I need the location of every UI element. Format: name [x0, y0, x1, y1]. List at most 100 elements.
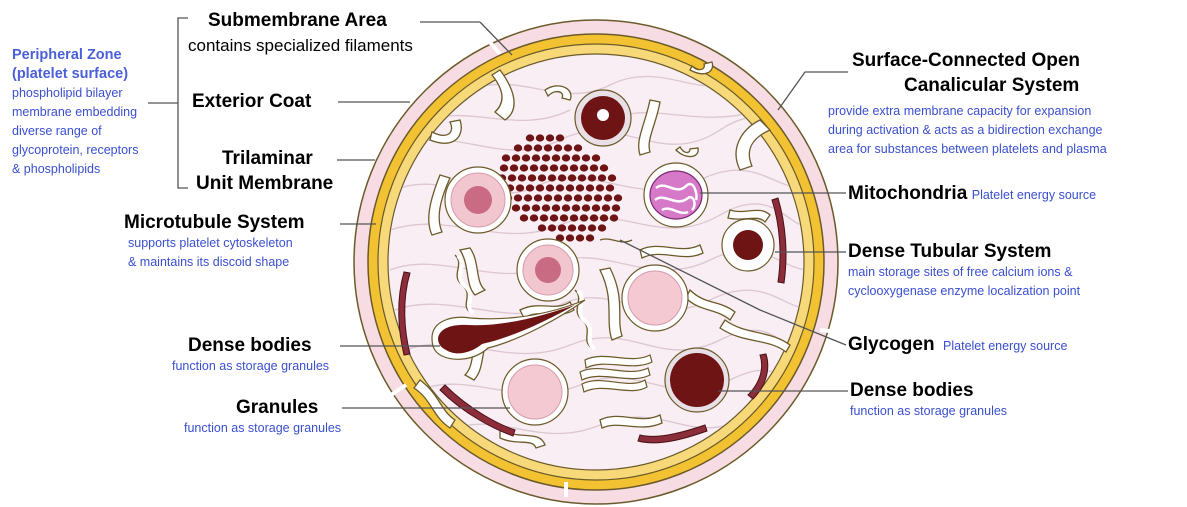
glycogen-granule: [550, 214, 558, 221]
peripheral-zone-desc-3: diverse range of: [12, 122, 138, 141]
glycogen-granule: [522, 154, 530, 161]
glycogen-granule: [578, 174, 586, 181]
glycogen-label: Glycogen Platelet energy source: [848, 334, 1067, 356]
glycogen-granule: [606, 184, 614, 191]
glycogen-granule: [514, 194, 522, 201]
ocs-desc-2: during activation & acts as a bidirectio…: [828, 121, 1107, 140]
glycogen-granule: [514, 144, 522, 151]
glycogen-granule: [544, 194, 552, 201]
trilaminar-label: Trilaminar Unit Membrane: [176, 148, 358, 195]
glycogen-granule: [520, 164, 528, 171]
glycogen-granule: [574, 144, 582, 151]
granule-middle: [517, 239, 579, 301]
dense-tubular-title: Dense Tubular System: [848, 241, 1080, 263]
microtubule-title: Microtubule System: [124, 212, 305, 234]
granules-title: Granules: [184, 397, 384, 419]
glycogen-granule: [572, 204, 580, 211]
dense-body-right-small: [722, 219, 774, 271]
glycogen-granule: [540, 164, 548, 171]
glycogen-granule: [554, 194, 562, 201]
glycogen-granule: [546, 184, 554, 191]
ocs-label: Surface-Connected Open Canalicular Syste…: [828, 50, 1107, 159]
glycogen-granule: [564, 144, 572, 151]
glycogen-granule: [578, 224, 586, 231]
glycogen-granule: [532, 154, 540, 161]
glycogen-granule: [600, 214, 608, 221]
glycogen-granule: [510, 164, 518, 171]
granule-bottom: [502, 359, 568, 425]
glycogen-granule: [524, 144, 532, 151]
granules-label: Granules function as storage granules: [184, 397, 384, 438]
glycogen-granule: [520, 214, 528, 221]
peripheral-zone-desc-5: & phospholipids: [12, 160, 138, 179]
peripheral-zone-title: Peripheral Zone: [12, 46, 138, 65]
glycogen-granule: [508, 174, 516, 181]
glycogen-granule: [576, 234, 584, 241]
glycogen-granule: [576, 184, 584, 191]
glycogen-granule: [570, 164, 578, 171]
glycogen-granule: [560, 164, 568, 171]
dense-tubular-desc-1: main storage sites of free calcium ions …: [848, 263, 1080, 282]
peripheral-zone-desc-1: phospholipid bilayer: [12, 84, 138, 103]
glycogen-granule: [588, 174, 596, 181]
glycogen-granule: [566, 184, 574, 191]
glycogen-granule: [592, 204, 600, 211]
glycogen-granule: [586, 184, 594, 191]
glycogen-granule: [550, 164, 558, 171]
ocs-desc-1: provide extra membrane capacity for expa…: [828, 102, 1107, 121]
glycogen-granule: [526, 184, 534, 191]
glycogen-granule: [596, 184, 604, 191]
ocs-title-1: Surface-Connected Open: [828, 50, 1107, 72]
glycogen-granule: [582, 154, 590, 161]
peripheral-zone-subtitle: (platelet surface): [12, 65, 138, 84]
glycogen-granule: [600, 164, 608, 171]
glycogen-granule: [562, 154, 570, 161]
glycogen-granule: [512, 154, 520, 161]
glycogen-granule: [590, 214, 598, 221]
dense-bodies-right-label: Dense bodies function as storage granule…: [850, 380, 1007, 421]
glycogen-granule: [536, 184, 544, 191]
glycogen-granule: [512, 204, 520, 211]
glycogen-granule: [532, 204, 540, 211]
glycogen-granule: [500, 164, 508, 171]
glycogen-granule: [610, 214, 618, 221]
glycogen-title: Glycogen: [848, 334, 935, 355]
glycogen-granule: [570, 214, 578, 221]
glycogen-granule: [516, 184, 524, 191]
microtubule-label: Microtubule System supports platelet cyt…: [124, 212, 305, 272]
submembrane-desc: contains specialized filaments: [188, 36, 458, 56]
glycogen-granule: [598, 174, 606, 181]
glycogen-granule: [530, 164, 538, 171]
glycogen-granule: [582, 204, 590, 211]
glycogen-granule: [546, 134, 554, 141]
glycogen-granule: [524, 194, 532, 201]
glycogen-granule: [538, 224, 546, 231]
glycogen-granule: [558, 174, 566, 181]
glycogen-granule: [568, 224, 576, 231]
glycogen-granule: [502, 154, 510, 161]
mitochondria-label: Mitochondria Platelet energy source: [848, 183, 1096, 205]
glycogen-granule: [572, 154, 580, 161]
glycogen-granule: [612, 204, 620, 211]
mitochondria-desc: Platelet energy source: [972, 188, 1096, 202]
glycogen-granule: [590, 164, 598, 171]
dense-body-bottom: [665, 348, 729, 412]
dense-tubular-label: Dense Tubular System main storage sites …: [848, 241, 1080, 301]
microtubule-desc-2: & maintains its discoid shape: [124, 253, 305, 272]
glycogen-granule: [584, 194, 592, 201]
glycogen-stack: [580, 355, 652, 392]
glycogen-granule: [562, 204, 570, 211]
glycogen-granule: [536, 134, 544, 141]
glycogen-granule: [540, 214, 548, 221]
glycogen-granule: [608, 174, 616, 181]
glycogen-granule: [522, 204, 530, 211]
glycogen-granule: [564, 194, 572, 201]
glycogen-granule: [534, 144, 542, 151]
glycogen-granule: [552, 204, 560, 211]
glycogen-granule: [586, 234, 594, 241]
dense-bodies-left-desc: function as storage granules: [168, 357, 368, 376]
glycogen-granule: [604, 194, 612, 201]
glycogen-granule: [542, 204, 550, 211]
microtubule-desc-1: supports platelet cytoskeleton: [124, 234, 305, 253]
